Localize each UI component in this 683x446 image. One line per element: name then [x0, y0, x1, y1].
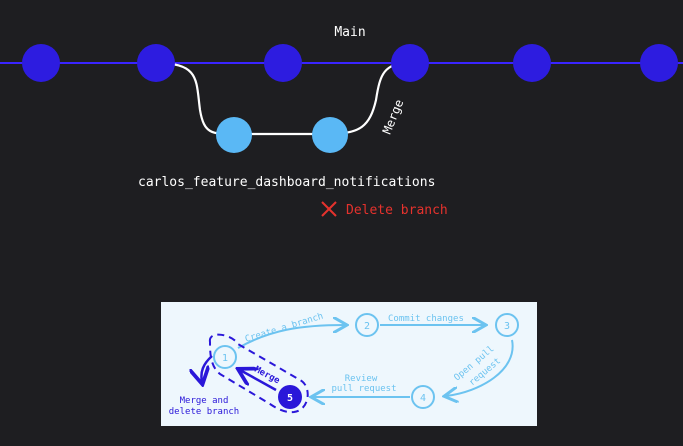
feature-branch-line: [155, 61, 411, 136]
step-5-number: 5: [287, 393, 293, 404]
step-5-circle: [278, 385, 302, 409]
step-1-number: 1: [222, 353, 228, 364]
merge-highlight: [208, 333, 309, 414]
label-review-line2: pull request: [331, 384, 396, 394]
step-4-circle: [411, 385, 435, 409]
main-commit-5: [513, 44, 551, 82]
step-2-number: 2: [364, 321, 370, 332]
main-commit-4: [391, 44, 429, 82]
branch-name-label: carlos_feature_dashboard_notifications: [138, 175, 435, 190]
branch-commit-2: [312, 117, 348, 153]
main-commit-2: [137, 44, 175, 82]
main-branch-label: Main: [334, 25, 365, 40]
merge-label: Merge: [380, 97, 407, 136]
step-1-circle: [213, 345, 237, 369]
branch-commit-1: [216, 117, 252, 153]
step-3-circle: [495, 313, 519, 337]
step-4-number: 4: [420, 393, 426, 404]
arrow-1-to-merge-delete: [201, 355, 213, 382]
label-merge-delete-line2: delete branch: [169, 407, 239, 417]
main-commit-3: [264, 44, 302, 82]
delete-icon: [321, 201, 337, 217]
main-commit-6: [640, 44, 678, 82]
step-2-circle: [355, 313, 379, 337]
label-merge-delete-line1: Merge and: [180, 396, 229, 406]
label-commit-changes: Commit changes: [388, 314, 464, 324]
arrow-3-to-4: [446, 339, 514, 396]
delete-branch-label: Delete branch: [346, 203, 448, 218]
arrow-1-to-2: [237, 325, 345, 349]
arrow-5-to-1: [240, 370, 277, 392]
main-commit-1: [22, 44, 60, 82]
step-3-number: 3: [504, 321, 510, 332]
label-review-line1: Review: [345, 374, 378, 384]
